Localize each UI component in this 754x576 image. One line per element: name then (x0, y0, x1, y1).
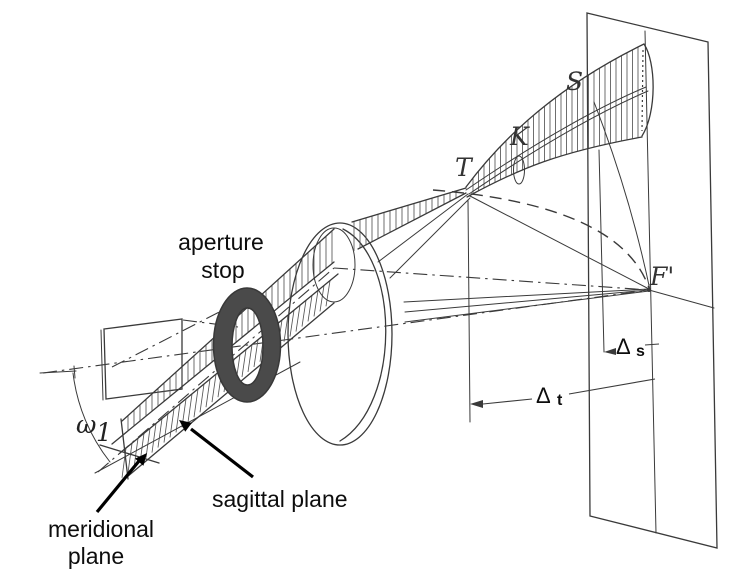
label-meridional-plane-line1: meridional (48, 516, 154, 542)
meridional-arrow-shaft (95, 459, 141, 514)
label-delta-t-symbol: Δ (536, 383, 551, 408)
label-omega: ω (76, 410, 96, 439)
meridional-end-cap (120, 418, 129, 480)
beam-section-at-lens (312, 227, 356, 303)
lens (287, 222, 393, 446)
chief-ray (97, 267, 650, 473)
fan-marginal-ray (593, 101, 651, 291)
fan-top-edge (465, 43, 645, 188)
label-F-prime: F' (649, 262, 674, 291)
object-plane (100, 318, 183, 401)
delta-t-arrowhead (470, 400, 483, 408)
label-T: T (455, 153, 474, 182)
label-K: K (509, 122, 530, 151)
fan-end-cap (641, 43, 654, 137)
image-plane-focal-trace-line (644, 30, 657, 534)
omega-angle-arc (72, 372, 111, 463)
sagittal-focus-drop-line (598, 149, 605, 353)
sagittal-end-cap (99, 444, 160, 464)
converging-beam (351, 187, 471, 279)
sagittal-arrow-head (179, 420, 192, 432)
label-delta-t-sub: t (557, 392, 563, 409)
meridional-arrow-head (135, 453, 147, 466)
fan-band-upper (465, 86, 647, 191)
fan-bottom-edge (466, 136, 643, 198)
image-plane (586, 12, 718, 549)
field-curvature-dashed (432, 189, 650, 289)
label-sagittal-plane: sagittal plane (212, 486, 348, 512)
label-S: S (566, 67, 583, 96)
label-aperture-stop-line1: aperture (178, 229, 264, 255)
dimension-delta-s (604, 343, 660, 355)
optical-axis (39, 289, 650, 379)
least-confusion-circle (513, 155, 525, 185)
focal-lines (467, 149, 605, 423)
lens-rear-surface (339, 228, 387, 442)
label-omega-subscript: 1 (96, 418, 112, 447)
image-point-F (647, 288, 651, 292)
tangential-focus-drop-line (467, 199, 471, 423)
label-delta-s-symbol: Δ (616, 334, 631, 359)
label-meridional-plane-line2: plane (68, 543, 124, 569)
annotation-arrows (95, 420, 254, 514)
rays-to-image-point (403, 101, 715, 323)
label-delta-s-sub: s (636, 343, 645, 360)
delta-s-arrowhead (604, 348, 616, 355)
dimension-delta-t (470, 378, 656, 408)
fan-hatch (472, 46, 639, 194)
aperture-stop-ring (212, 287, 282, 403)
label-aperture-stop-line2: stop (201, 257, 244, 283)
sagittal-fan (465, 43, 654, 198)
sagittal-arrow-shaft (190, 427, 254, 479)
fan-end-dotted-line (641, 49, 644, 132)
fan-band-lower (468, 90, 649, 195)
